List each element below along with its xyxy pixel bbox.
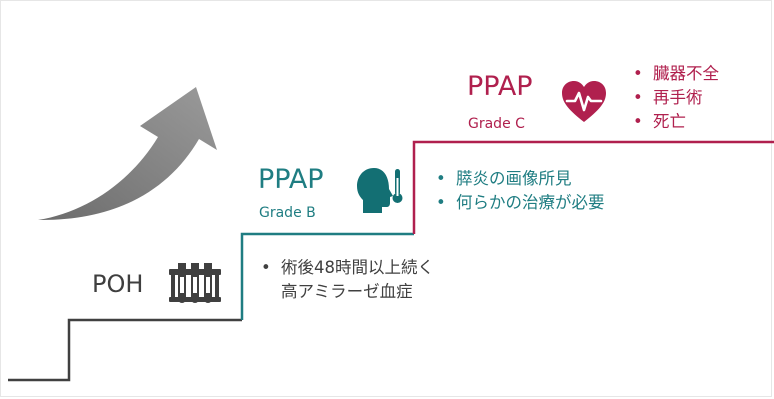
- grade-c-criterion-2: •再手術: [633, 88, 703, 107]
- test-tubes-icon: [169, 263, 221, 303]
- head-thermometer-icon: [357, 168, 403, 213]
- grade-b-label: Grade B: [259, 205, 316, 221]
- upward-arrow-icon: [38, 87, 217, 221]
- grade-c-criterion-3: •死亡: [633, 112, 686, 131]
- step-line-poh: [8, 318, 242, 382]
- step-line-grade-b: [240, 232, 414, 320]
- heart-pulse-icon: [562, 81, 606, 122]
- grade-c-label: Grade C: [468, 116, 525, 132]
- grade-c-title: PPAP: [467, 71, 533, 102]
- step-line-grade-c: [412, 140, 774, 234]
- poh-criteria-list: •術後48時間以上続く 高アミラーゼ血症: [261, 256, 434, 304]
- poh-title: POH: [92, 270, 144, 298]
- poh-criterion-1: •術後48時間以上続く: [261, 258, 434, 277]
- grade-b-criterion-2: •何らかの治療が必要: [436, 193, 605, 212]
- grade-b-criterion-1: •膵炎の画像所見: [436, 169, 572, 188]
- grade-b-title: PPAP: [258, 164, 324, 195]
- grade-c-criterion-1: •臓器不全: [633, 64, 719, 83]
- grade-b-criteria-list: •膵炎の画像所見 •何らかの治療が必要: [436, 167, 605, 215]
- grade-c-criteria-list: •臓器不全 •再手術 •死亡: [633, 62, 719, 134]
- poh-criterion-1-continued: 高アミラーゼ血症: [281, 282, 413, 301]
